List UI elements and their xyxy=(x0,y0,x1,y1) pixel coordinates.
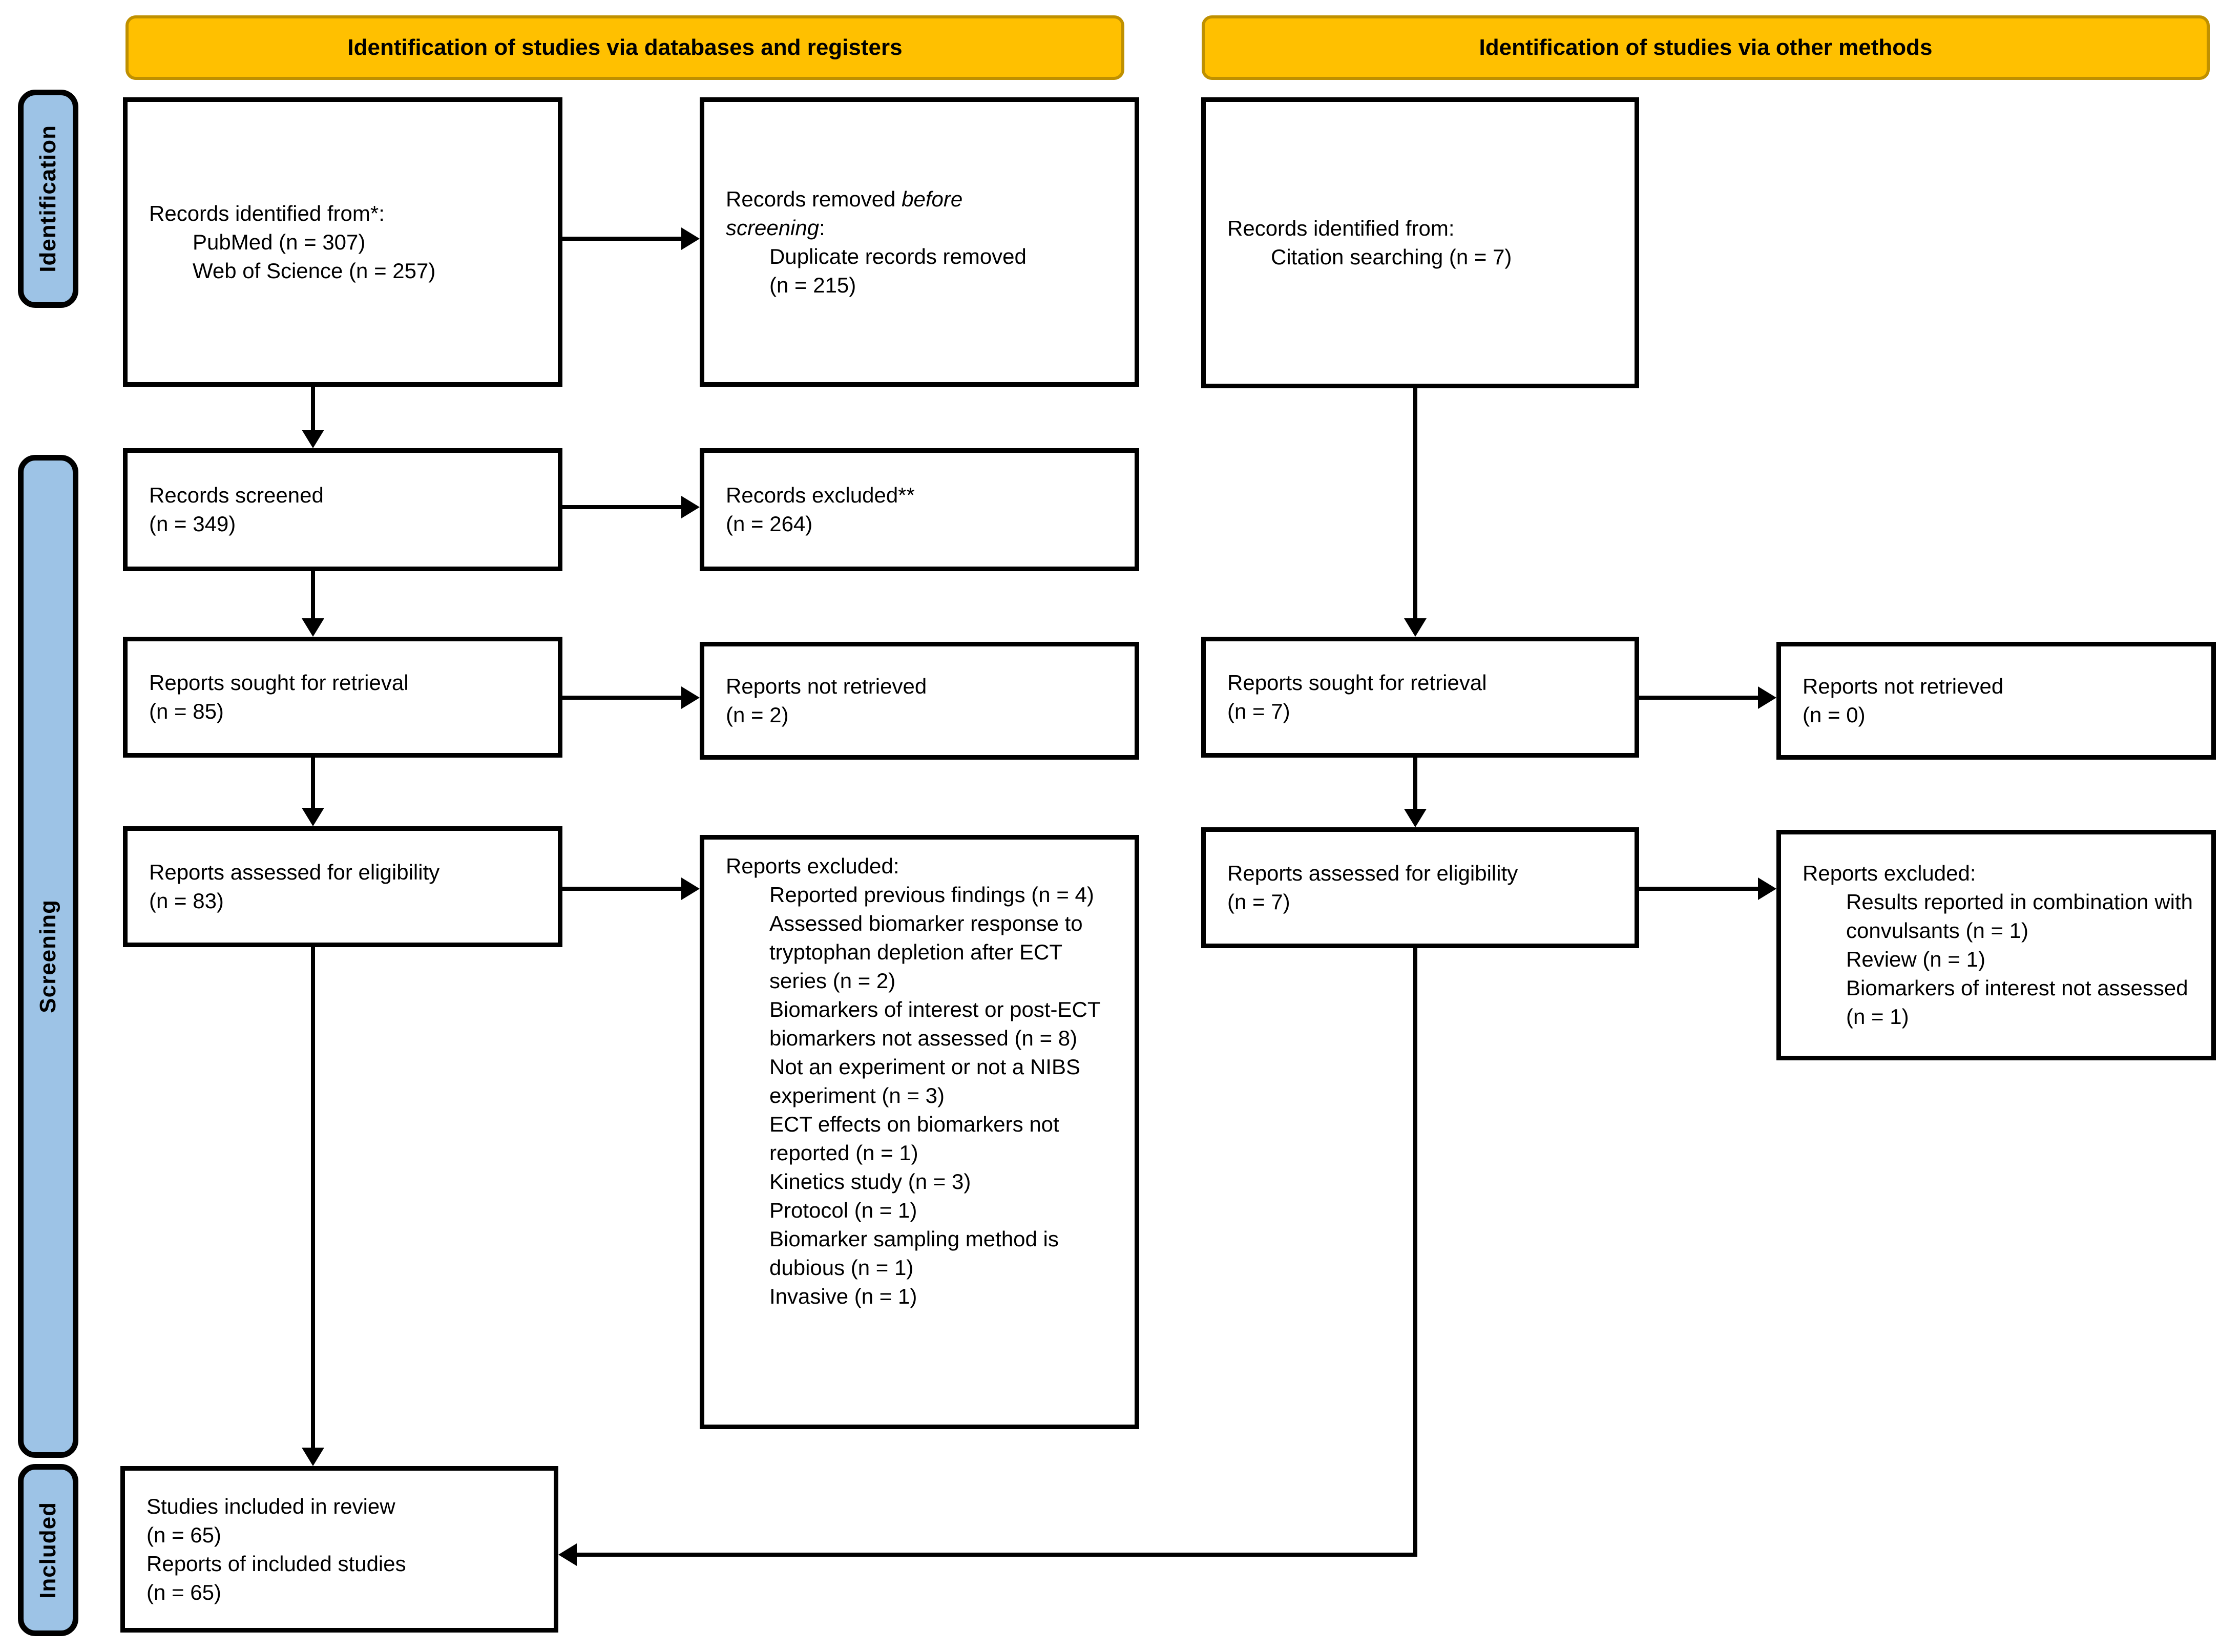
phase-identification-label: Identification xyxy=(35,125,60,273)
text-line: Biomarkers of interest not assessed (n =… xyxy=(1846,976,2188,1029)
text-line: Records excluded** xyxy=(726,483,915,507)
text-line: (n = 264) xyxy=(726,512,813,536)
phase-screening: Screening xyxy=(18,455,78,1458)
text-line: Reported previous findings (n = 4) xyxy=(769,883,1094,907)
phase-identification: Identification xyxy=(18,90,78,308)
text-line: Records identified from: xyxy=(1227,216,1455,240)
arrowhead-identified-to-screened xyxy=(302,430,324,448)
text-line: Reports not retrieved xyxy=(1803,674,2004,698)
text-line: ECT effects on biomarkers not reported (… xyxy=(769,1112,1059,1165)
text-line: (n = 85) xyxy=(149,699,224,723)
arrowhead-assessed-to-excluded xyxy=(681,877,700,900)
box-studies-included: Studies included in review (n = 65) Report… xyxy=(120,1466,558,1633)
box-records-identified-databases: Records identified from*: PubMed (n = 307… xyxy=(123,97,562,387)
header-databases-registers: Identification of studies via databases … xyxy=(125,15,1124,80)
text-line: Records screened xyxy=(149,483,324,507)
arrowhead-assessed-to-included xyxy=(302,1448,324,1466)
arrow-sought-to-assessed xyxy=(311,758,315,810)
phase-screening-label: Screening xyxy=(35,900,60,1013)
text-line: Not an experiment or not a NIBS experime… xyxy=(769,1055,1080,1107)
arrow-citation-to-sought xyxy=(1413,388,1417,620)
arrowhead-screened-to-sought xyxy=(302,618,324,637)
text-line: PubMed (n = 307) xyxy=(193,229,366,254)
text-line: (n = 0) xyxy=(1803,703,1866,727)
arrow-screened-to-sought xyxy=(311,570,315,620)
text-line: screening: xyxy=(726,215,825,240)
text-line: Reports assessed for eligibility xyxy=(1227,861,1518,885)
arrow-sought-to-not-retrieved xyxy=(562,696,683,700)
box-reports-excluded-other: Reports excluded: Results reported in com… xyxy=(1776,830,2216,1060)
text-line: Protocol (n = 1) xyxy=(769,1198,917,1222)
arrow-assessed-to-excluded xyxy=(562,887,683,891)
text-line: Reports not retrieved xyxy=(726,674,927,698)
box-reports-sought-databases: Reports sought for retrieval (n = 85) xyxy=(123,637,562,758)
box-reports-assessed-databases: Reports assessed for eligibility (n = 83) xyxy=(123,826,562,947)
box-records-identified-other: Records identified from: Citation searchi… xyxy=(1201,97,1639,388)
text-line: (n = 65) xyxy=(146,1522,221,1547)
arrowhead-other-to-included xyxy=(558,1543,577,1566)
arrow-assessed-other-to-excluded xyxy=(1639,887,1760,891)
text-line: Reports sought for retrieval xyxy=(1227,671,1487,695)
box-reports-not-retrieved-other: Reports not retrieved (n = 0) xyxy=(1776,642,2216,760)
text-line: Invasive (n = 1) xyxy=(769,1284,917,1308)
arrowhead-citation-to-sought xyxy=(1404,618,1427,637)
box-records-screened: Records screened (n = 349) xyxy=(123,448,562,571)
text-line: Biomarker sampling method is dubious (n … xyxy=(769,1227,1059,1280)
arrowhead-sought-other-to-not-retrieved xyxy=(1758,686,1776,709)
arrow-screened-to-excluded xyxy=(562,505,683,509)
arrowhead-sought-to-assessed xyxy=(302,808,324,826)
phase-included-label: Included xyxy=(35,1501,60,1599)
box-reports-not-retrieved-databases: Reports not retrieved (n = 2) xyxy=(700,642,1139,760)
arrow-sought-other-to-not-retrieved xyxy=(1639,696,1760,700)
header-other-methods: Identification of studies via other meth… xyxy=(1202,15,2210,80)
box-records-removed-before-screening: Records removed before screening: Duplicat… xyxy=(700,97,1139,387)
text-line: Reports assessed for eligibility xyxy=(149,860,440,884)
text-line: Kinetics study (n = 3) xyxy=(769,1169,971,1194)
text-line: Assessed biomarker response to tryptopha… xyxy=(769,911,1083,993)
arrowhead-sought-to-not-retrieved xyxy=(681,686,700,709)
text-line: (n = 7) xyxy=(1227,699,1290,723)
text-line: (n = 83) xyxy=(149,889,224,913)
arrow-identified-to-removed xyxy=(562,237,683,241)
text-line: Web of Science (n = 257) xyxy=(193,258,436,283)
arrow-assessed-other-elbow-vertical xyxy=(1413,948,1417,1557)
arrow-assessed-to-included xyxy=(311,947,315,1450)
text-line: Reports of included studies xyxy=(146,1551,406,1576)
arrowhead-identified-to-removed xyxy=(681,227,700,250)
text-line: Results reported in combination with con… xyxy=(1846,890,2193,943)
box-reports-sought-other: Reports sought for retrieval (n = 7) xyxy=(1201,637,1639,758)
text-line: (n = 215) xyxy=(769,273,856,297)
text-line: (n = 349) xyxy=(149,512,236,536)
text-line: Reports sought for retrieval xyxy=(149,671,409,695)
text-line: Biomarkers of interest or post-ECT bioma… xyxy=(769,997,1100,1050)
arrowhead-screened-to-excluded xyxy=(681,496,700,518)
arrow-sought-other-to-assessed xyxy=(1413,758,1417,811)
text-line: Reports excluded: xyxy=(1803,861,1976,885)
text-line: Records removed before xyxy=(726,186,963,211)
arrowhead-assessed-other-to-excluded xyxy=(1758,877,1776,900)
box-records-excluded: Records excluded** (n = 264) xyxy=(700,448,1139,571)
arrow-identified-to-screened xyxy=(311,387,315,432)
text-line: Studies included in review xyxy=(146,1494,395,1518)
phase-included: Included xyxy=(18,1464,78,1636)
text-line: Citation searching (n = 7) xyxy=(1271,245,1512,269)
header-databases-label: Identification of studies via databases … xyxy=(347,35,903,60)
text-line: Reports excluded: xyxy=(726,854,899,878)
text-line: Review (n = 1) xyxy=(1846,947,1985,971)
header-other-label: Identification of studies via other meth… xyxy=(1479,35,1933,60)
text-line: Records identified from*: xyxy=(149,201,385,225)
text-line: Duplicate records removed xyxy=(769,244,1027,268)
text-line: (n = 65) xyxy=(146,1580,221,1604)
text-line: (n = 7) xyxy=(1227,890,1290,914)
arrow-assessed-other-elbow-horizontal xyxy=(575,1553,1417,1557)
box-reports-excluded-databases: Reports excluded: Reported previous findi… xyxy=(700,835,1139,1429)
text-line: (n = 2) xyxy=(726,703,789,727)
arrowhead-sought-other-to-assessed xyxy=(1404,809,1427,827)
box-reports-assessed-other: Reports assessed for eligibility (n = 7) xyxy=(1201,827,1639,948)
